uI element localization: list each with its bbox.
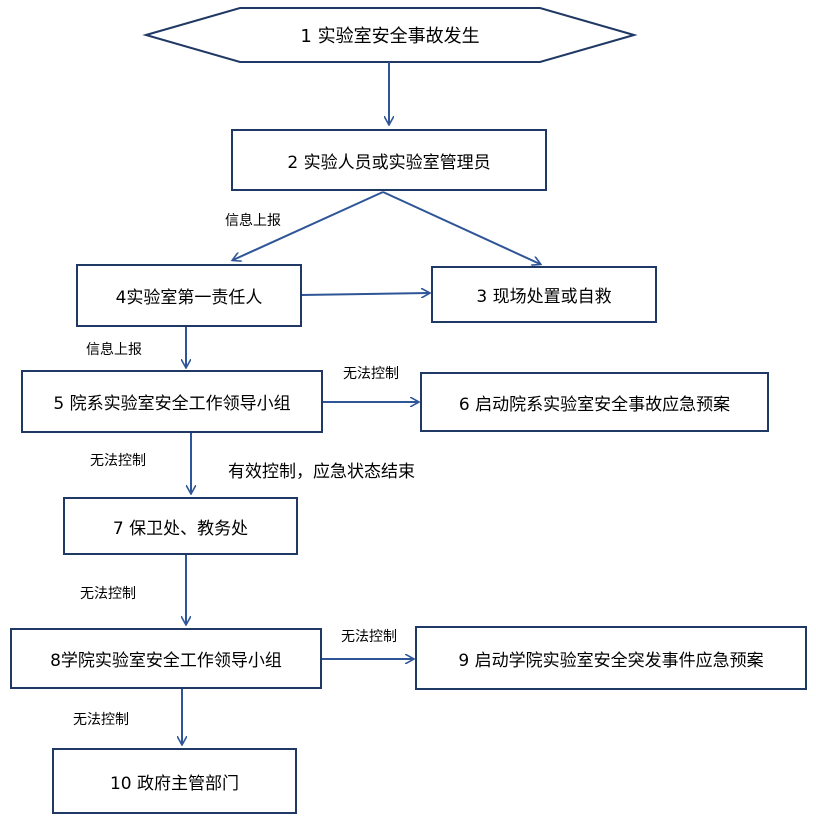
start-hexagon [142,7,638,63]
edge-label-uncontrol-8-10: 无法控制 [73,712,129,728]
node-9: 9 启动学院实验室安全突发事件应急预案 [415,626,807,690]
node-6: 6 启动院系实验室安全事故应急预案 [420,372,769,432]
edge-2-3 [382,191,540,264]
edge-label-uncontrol-8-9: 无法控制 [341,629,397,645]
edge-label-effective: 有效控制，应急状态结束 [228,462,415,482]
edge-2-4 [233,191,384,260]
node-8: 8学院实验室安全工作领导小组 [10,628,322,689]
node-7: 7 保卫处、教务处 [63,497,298,555]
edge-label-report-4-5: 信息上报 [86,342,142,358]
node-3: 3 现场处置或自救 [431,266,657,323]
node-4: 4实验室第一责任人 [76,264,302,327]
edge-4-3 [300,293,429,295]
edge-label-report-2-4: 信息上报 [225,213,281,229]
edge-label-uncontrol-7-8: 无法控制 [80,586,136,602]
edge-label-uncontrol-5-7: 无法控制 [90,453,146,469]
node-2: 2 实验人员或实验室管理员 [231,129,547,191]
node-5: 5 院系实验室安全工作领导小组 [21,370,323,433]
node-10: 10 政府主管部门 [52,748,297,814]
edge-label-uncontrol-5-6: 无法控制 [343,366,399,382]
node-1-label: 1 实验室安全事故发生 [300,26,480,47]
